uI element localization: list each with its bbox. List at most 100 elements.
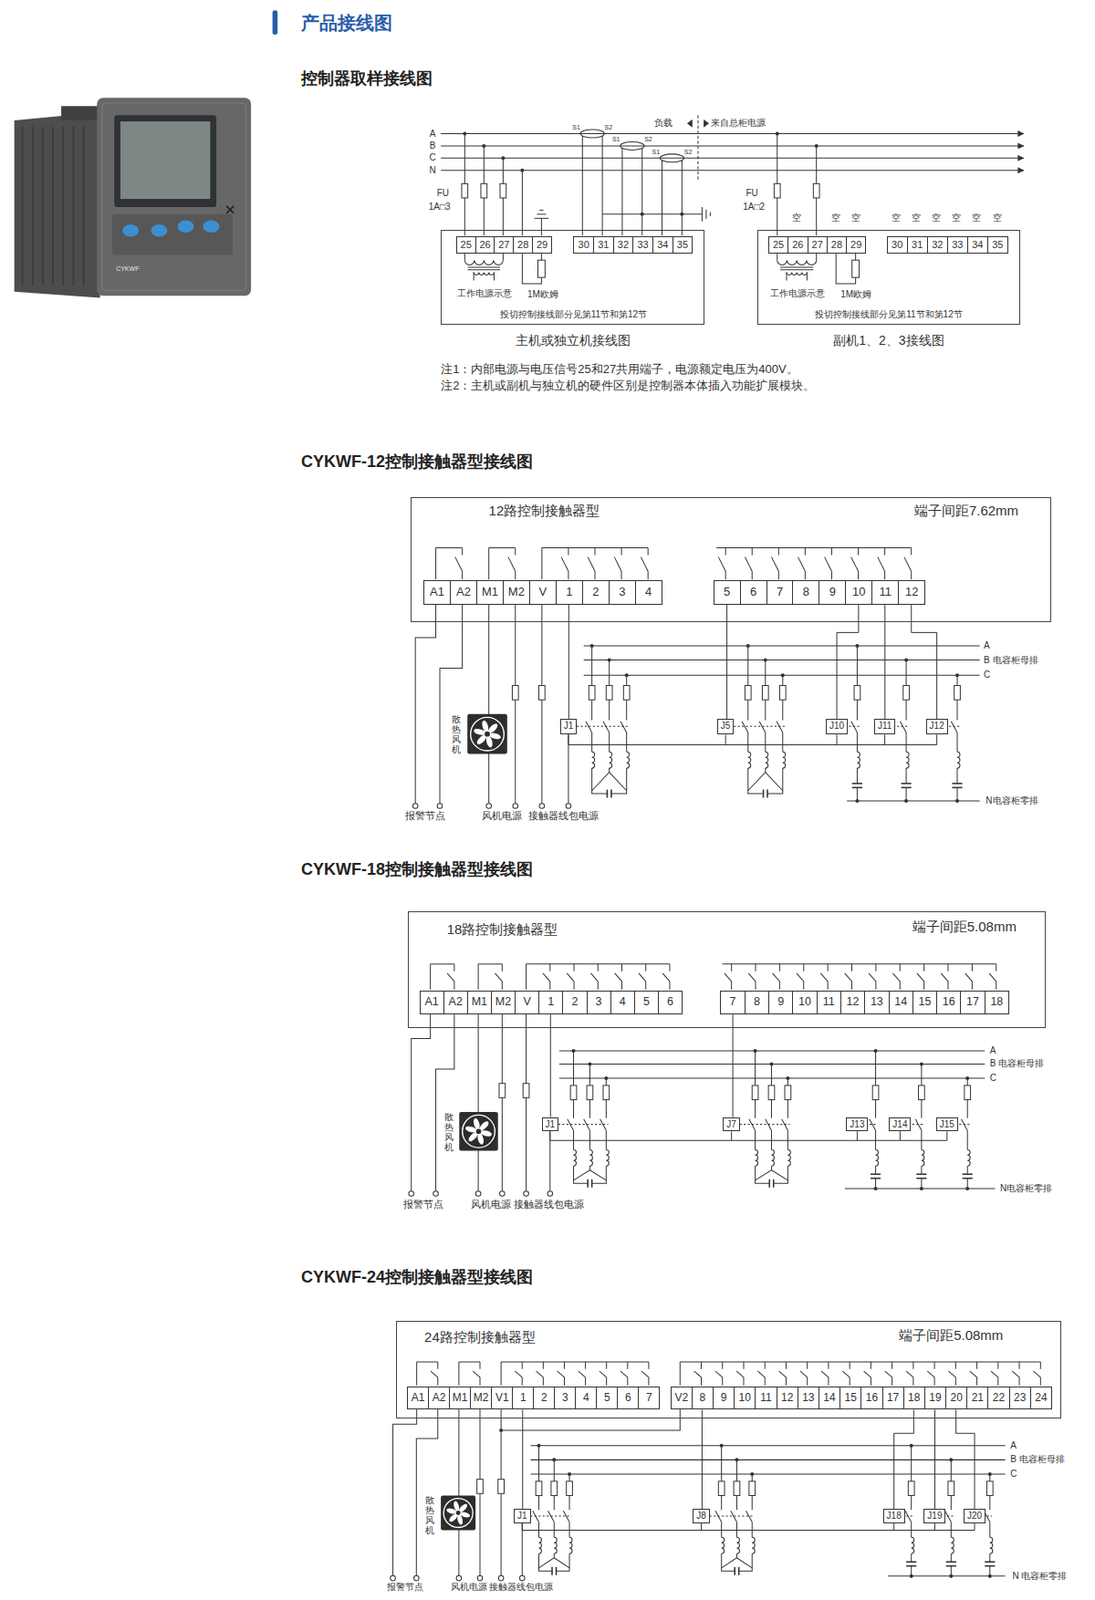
label-text: C <box>1010 1469 1017 1481</box>
relay-contact <box>899 981 901 991</box>
wire <box>553 1522 555 1539</box>
label-text: N电容柜零排 <box>985 795 1038 807</box>
main-contact <box>620 721 627 733</box>
contactor-label: J14 <box>892 1118 908 1132</box>
mechanical-link <box>558 1124 609 1126</box>
current-transformer <box>620 141 645 150</box>
relay-contact <box>955 1362 957 1370</box>
node-text: 端子间距7.62mm <box>914 502 1019 520</box>
main-contact <box>782 1119 789 1131</box>
wire <box>721 1553 736 1572</box>
wire <box>608 732 610 752</box>
reactor-symbol <box>787 1149 791 1167</box>
label-text: S2 <box>684 147 693 156</box>
contactor-box: J13 <box>845 1117 868 1133</box>
terminal-number: 10 <box>733 1387 755 1410</box>
wire <box>609 772 627 792</box>
capacitor-symbol <box>733 1567 736 1576</box>
relay-contact <box>904 557 912 573</box>
relay-contact <box>917 973 925 982</box>
ground-symbol <box>534 218 550 219</box>
terminal-number: 17 <box>959 991 984 1014</box>
relay-contact <box>542 1377 544 1387</box>
wire <box>589 1170 606 1181</box>
arrow-mark <box>704 120 709 127</box>
relay-contact <box>1040 1377 1042 1387</box>
control-wire <box>701 1409 703 1510</box>
wire <box>641 147 643 236</box>
contactor-label: J11 <box>877 719 892 734</box>
wire <box>605 1130 607 1150</box>
text-slot: N电容柜零排 <box>985 795 1038 807</box>
wire <box>556 1553 571 1572</box>
wire <box>806 272 808 282</box>
relay-contact <box>870 1362 872 1370</box>
terminal-point <box>486 803 492 810</box>
relay-contact <box>884 548 886 556</box>
junction-dot <box>746 644 751 648</box>
label-text: S2 <box>644 135 653 144</box>
fuse-symbol <box>718 1481 725 1497</box>
main-contact <box>776 721 783 733</box>
wire <box>500 1408 680 1430</box>
wire <box>541 252 543 261</box>
terminal-point <box>390 1575 397 1582</box>
wire <box>721 1553 738 1569</box>
wiring-panel: 工作电源示意1M欧姆投切控制接线部分见第11节和第12节副机1、2、3接线图25… <box>757 229 1022 325</box>
wire <box>899 1131 901 1141</box>
terminal-number: 1 <box>511 1387 533 1410</box>
capacitor-symbol <box>555 1567 558 1576</box>
fuse-symbol <box>784 1085 792 1101</box>
contactor-box: J5 <box>717 719 735 735</box>
wire <box>910 1446 912 1511</box>
junction-dot <box>500 156 505 160</box>
wire <box>589 1130 591 1150</box>
text-slot: 接触器线包电源 <box>489 1582 553 1594</box>
main-contact <box>746 1511 753 1523</box>
node-text: 端子间距5.08mm <box>912 918 1017 936</box>
text-slot: 18路控制接触器型 <box>447 921 559 939</box>
wire <box>464 252 466 261</box>
fuse-symbol <box>500 183 507 199</box>
text-slot: 散热风机 <box>425 1495 435 1536</box>
terminal-number: 31 <box>907 237 928 253</box>
relay-contact <box>910 571 912 580</box>
capacitor-symbol <box>591 1179 594 1189</box>
terminal-point <box>519 1575 525 1582</box>
wire <box>567 734 569 806</box>
relay-contact <box>725 548 727 556</box>
wire <box>567 734 569 745</box>
label-text: S1 <box>652 147 661 156</box>
relay-contact <box>501 981 503 991</box>
text-slot: A <box>990 1045 997 1057</box>
wire <box>538 1553 553 1572</box>
label-text: 空 <box>831 212 841 224</box>
reactor-symbol <box>626 751 630 769</box>
relay-contact <box>804 548 806 556</box>
relay-contact <box>495 973 503 982</box>
wire <box>573 1166 589 1184</box>
relay-contact <box>638 973 647 982</box>
reactor-symbol <box>967 1149 970 1167</box>
control-wire <box>894 1409 915 1510</box>
junction-dot <box>536 1444 541 1449</box>
terminal-number: 6 <box>616 1387 638 1410</box>
text-slot: 12路控制接触器型 <box>489 502 601 520</box>
text-slot: 风机电源 <box>450 1582 488 1594</box>
core-line <box>468 269 501 271</box>
wire <box>782 732 783 752</box>
relay-contact <box>620 1371 628 1378</box>
terminal-number: 9 <box>712 1387 734 1410</box>
terminal-number: 1 <box>538 991 563 1014</box>
text-slot: 空 <box>951 212 961 224</box>
main-contact <box>603 721 610 733</box>
fuse-symbol <box>918 1085 926 1101</box>
capacitor-symbol <box>906 1561 917 1564</box>
fuse-symbol <box>603 1085 610 1101</box>
wire <box>591 646 593 721</box>
relay-contact <box>542 1362 544 1370</box>
relay-contact <box>621 981 623 991</box>
junction-dot <box>481 144 486 148</box>
relay-contact <box>910 548 912 556</box>
relay-bar <box>458 1362 480 1364</box>
